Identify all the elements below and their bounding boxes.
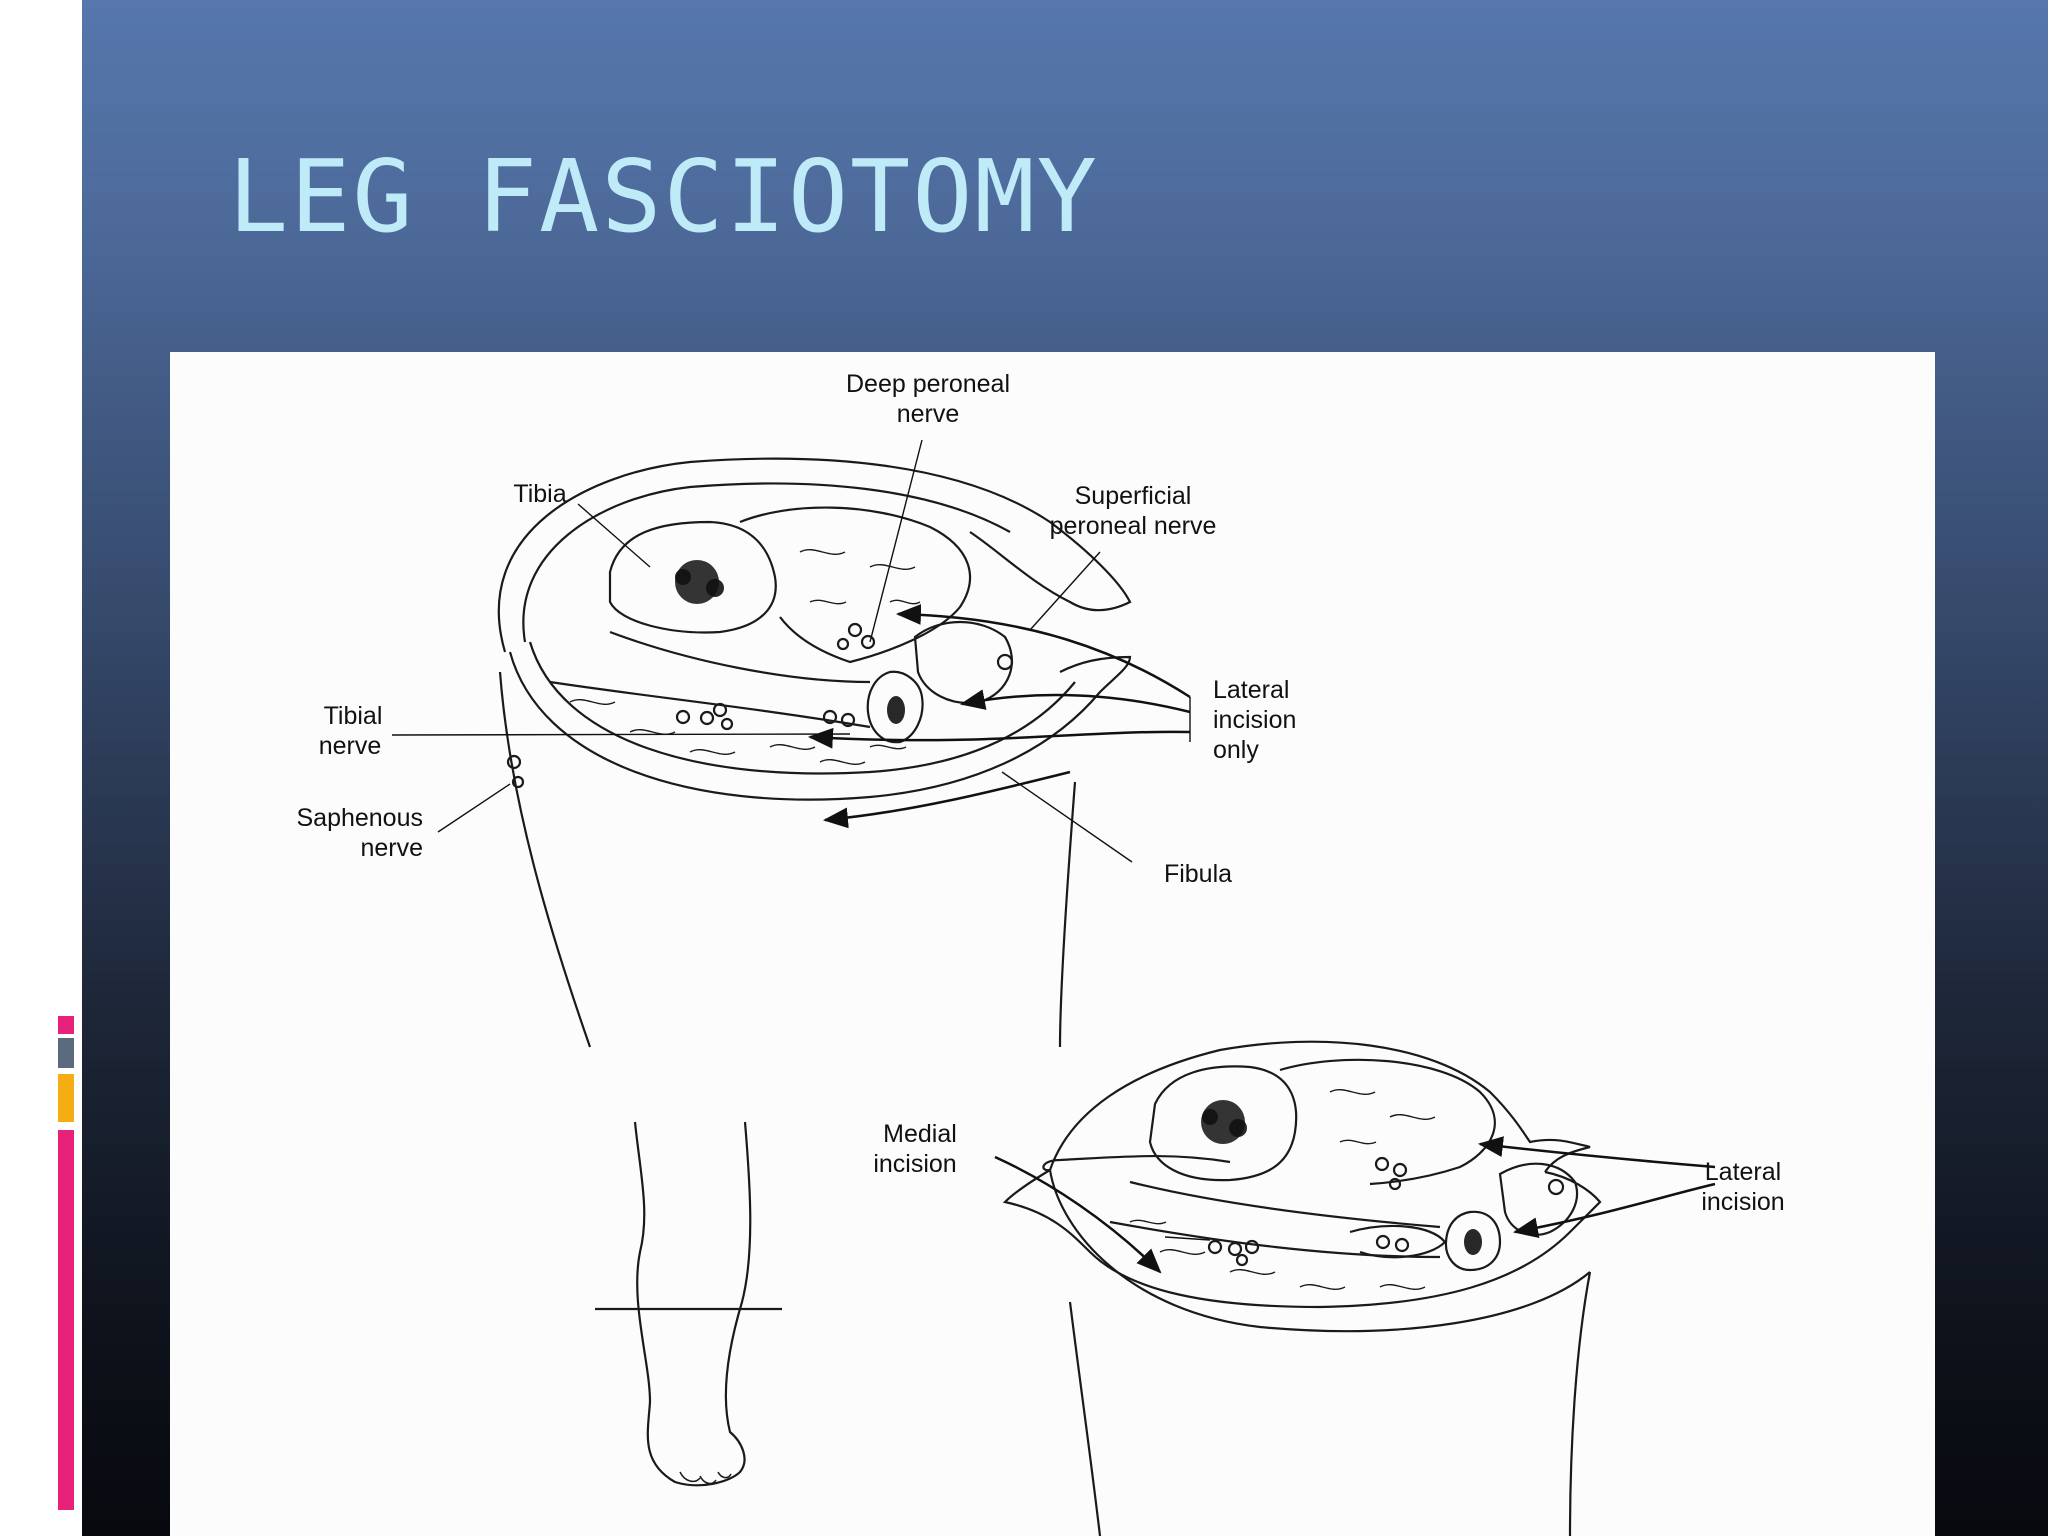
fibula-bone-marrow (887, 696, 905, 724)
tibia-bone-marrow (675, 560, 724, 604)
upper-leader-lines (391, 439, 1191, 863)
label-lateral-incision-line2: incision (1701, 1188, 1784, 1216)
label-saphenous-nerve-line2: nerve (360, 834, 423, 862)
accent-bar-pink (58, 1130, 74, 1510)
accent-bar-orange (58, 1074, 74, 1122)
accent-bar-gray (58, 1038, 74, 1068)
upper-incision-arrows (807, 604, 1191, 829)
lower-leader-lines (1164, 1236, 1211, 1241)
label-saphenous-nerve-line1: Saphenous (296, 804, 423, 832)
accent-bar-pink-top (58, 1016, 74, 1034)
label-deep-peroneal-line2: nerve (897, 400, 960, 428)
label-tibia: Tibia (513, 480, 566, 508)
slide-title: LEG FASCIOTOMY (228, 138, 1099, 255)
corner-lines-decoration (48, 90, 78, 240)
lower-fibula-marrow (1464, 1229, 1482, 1255)
upper-labels: Deep peroneal nerve Tibia Superficial pe… (296, 370, 1296, 888)
lower-labels: Medial incision Lateral incision (873, 1120, 1784, 1216)
lower-cross-section (1002, 1040, 1602, 1536)
lower-incision-arrows (994, 1136, 1716, 1274)
upper-cross-section (497, 457, 1132, 1048)
label-medial-incision-line1: Medial (883, 1120, 957, 1148)
label-deep-peroneal-line1: Deep peroneal (846, 370, 1010, 398)
label-superficial-peroneal-line2: peroneal nerve (1050, 512, 1217, 540)
label-tibial-nerve-line2: nerve (319, 732, 382, 760)
label-lateral-only-line1: Lateral (1213, 676, 1289, 704)
lower-leg-outline (595, 1121, 782, 1487)
label-medial-incision-line2: incision (873, 1150, 956, 1178)
label-lateral-only-line3: only (1213, 736, 1259, 764)
label-tibial-nerve-line1: Tibial (324, 702, 383, 730)
lower-tibia-marrow (1201, 1100, 1247, 1144)
label-fibula: Fibula (1164, 860, 1232, 888)
leg-fasciotomy-figure: Deep peroneal nerve Tibia Superficial pe… (170, 352, 1935, 1536)
label-lateral-incision-line1: Lateral (1705, 1158, 1781, 1186)
label-superficial-peroneal-line1: Superficial (1075, 482, 1192, 510)
label-lateral-only-line2: incision (1213, 706, 1296, 734)
